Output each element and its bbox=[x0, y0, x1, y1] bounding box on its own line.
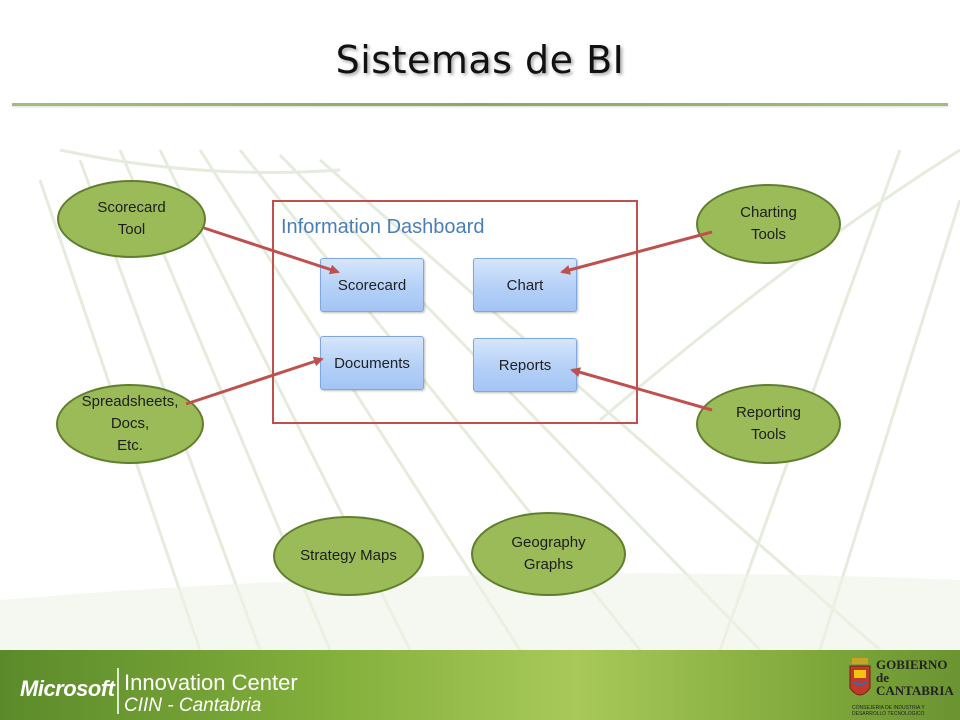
slide-title: Sistemas de BI bbox=[335, 38, 625, 82]
gobierno-shield-icon bbox=[849, 658, 871, 696]
chart-box: Chart bbox=[473, 258, 577, 312]
strategy-maps-oval: Strategy Maps bbox=[273, 516, 424, 596]
scorecard-tool-oval: Scorecard Tool bbox=[57, 180, 206, 258]
title-divider bbox=[12, 103, 948, 106]
innovation-center-title: Innovation Center bbox=[124, 670, 298, 695]
footer-bar bbox=[0, 650, 960, 720]
dashboard-label: Information Dashboard bbox=[281, 216, 485, 238]
reporting-tools-oval: Reporting Tools bbox=[696, 384, 841, 464]
charting-tools-oval: Charting Tools bbox=[696, 184, 841, 264]
documents-box: Documents bbox=[320, 336, 424, 390]
gobierno-line1: GOBIERNO bbox=[876, 657, 948, 672]
spreadsheets-oval: Spreadsheets, Docs, Etc. bbox=[56, 384, 204, 464]
ciin-subtitle: CIIN - Cantabria bbox=[124, 695, 262, 716]
gobierno-line2: de bbox=[876, 670, 889, 685]
gobierno-name: GOBIERNO de CANTABRIA bbox=[876, 658, 954, 697]
dashboard-frame bbox=[272, 200, 638, 424]
microsoft-logo: Microsoft bbox=[20, 676, 115, 701]
reports-box: Reports bbox=[473, 338, 577, 392]
footer-divider bbox=[117, 668, 119, 714]
gobierno-line3: CANTABRIA bbox=[876, 683, 954, 698]
gobierno-subtitle: CONSEJERIA DE INDUSTRIA Y DESARROLLO TEC… bbox=[852, 705, 925, 717]
scorecard-box: Scorecard bbox=[320, 258, 424, 312]
geography-graphs-oval: Geography Graphs bbox=[471, 512, 626, 596]
